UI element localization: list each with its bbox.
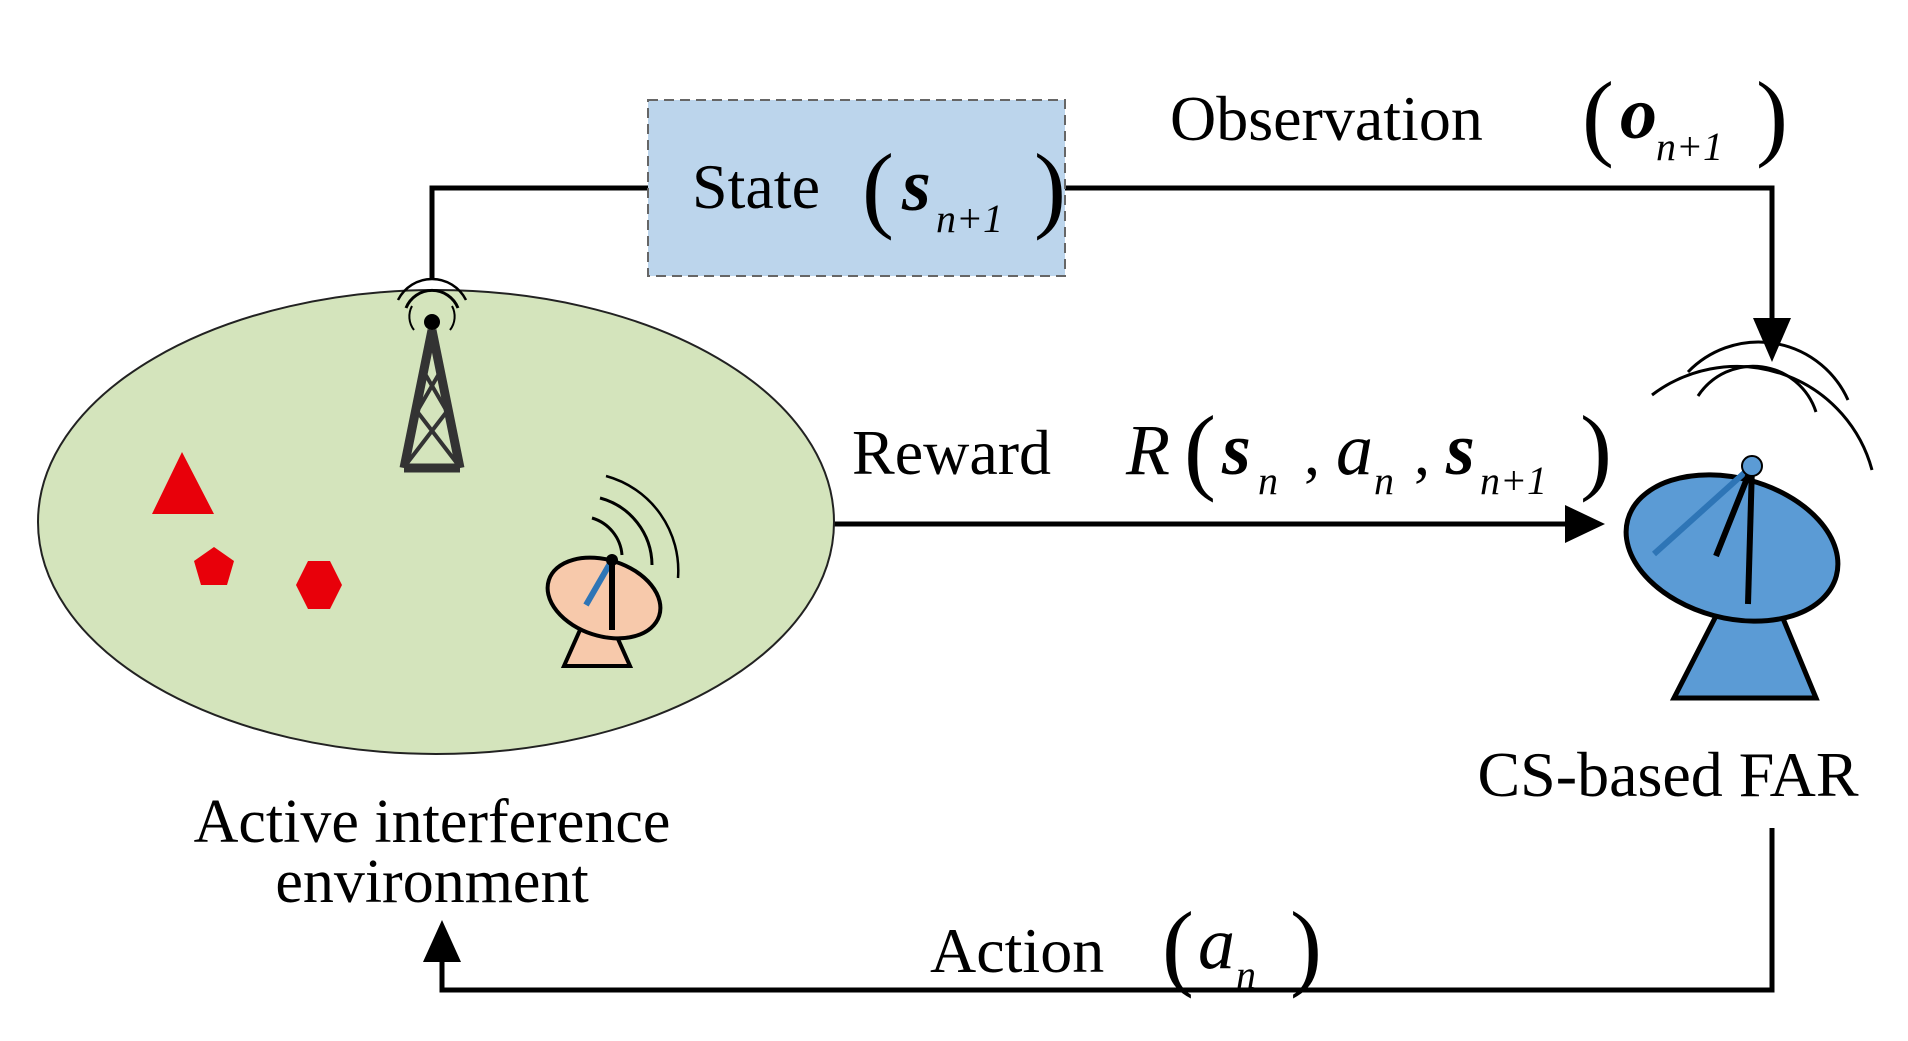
action-subscript: n xyxy=(1236,952,1256,997)
action-word: Action xyxy=(930,915,1104,986)
reward-comma-2: , xyxy=(1414,417,1430,488)
pentagon-target-icon xyxy=(194,547,234,585)
action-label: Action ( a n ) xyxy=(930,892,1322,999)
reward-s2-sub: n+1 xyxy=(1480,458,1547,503)
tower-icon xyxy=(396,277,468,473)
jammer-radar-icon xyxy=(545,474,680,668)
triangle-target-icon xyxy=(152,452,214,514)
observation-symbol: o xyxy=(1620,73,1657,155)
action-symbol: a xyxy=(1198,903,1235,985)
reward-label: Reward R ( s n , a n , s n+1 ) xyxy=(852,396,1612,503)
reward-function: R xyxy=(1125,410,1170,490)
action-arrowhead xyxy=(423,920,461,962)
reward-word: Reward xyxy=(852,417,1051,488)
action-close-paren: ) xyxy=(1290,892,1322,999)
observation-arrowhead xyxy=(1753,318,1791,362)
reward-a-sub: n xyxy=(1374,458,1394,503)
observation-word: Observation xyxy=(1170,83,1483,154)
environment-caption-line2: environment xyxy=(275,848,588,916)
observation-label: Observation ( o n+1 ) xyxy=(1170,62,1788,169)
radar-caption: CS-based FAR xyxy=(1477,739,1858,810)
state-subscript: n+1 xyxy=(936,196,1003,241)
reward-close-paren: ) xyxy=(1580,396,1612,503)
reward-s-sub: n xyxy=(1258,458,1278,503)
state-box xyxy=(647,99,1066,277)
action-arrow xyxy=(439,828,1775,993)
reward-comma-1: , xyxy=(1304,417,1320,488)
reward-a: a xyxy=(1336,409,1373,491)
state-open-paren: ( xyxy=(862,134,894,241)
observation-arrow xyxy=(1065,185,1775,338)
action-open-paren: ( xyxy=(1162,892,1194,999)
hexagon-target-icon xyxy=(296,561,342,609)
environment-caption-line1: Active interference xyxy=(194,788,671,856)
reward-open-paren: ( xyxy=(1184,396,1216,503)
state-close-paren: ) xyxy=(1034,134,1066,241)
state-label: State ( s n+1 ) xyxy=(692,134,1066,241)
observation-close-paren: ) xyxy=(1756,62,1788,169)
reward-s2: s xyxy=(1445,409,1475,491)
reward-arrowhead xyxy=(1565,505,1605,543)
far-radar-icon xyxy=(1623,340,1874,701)
observation-subscript: n+1 xyxy=(1656,124,1723,169)
observation-open-paren: ( xyxy=(1582,62,1614,169)
state-symbol: s xyxy=(901,145,931,227)
reward-s: s xyxy=(1221,409,1251,491)
state-word: State xyxy=(692,151,820,222)
state-connector-left xyxy=(429,185,648,278)
